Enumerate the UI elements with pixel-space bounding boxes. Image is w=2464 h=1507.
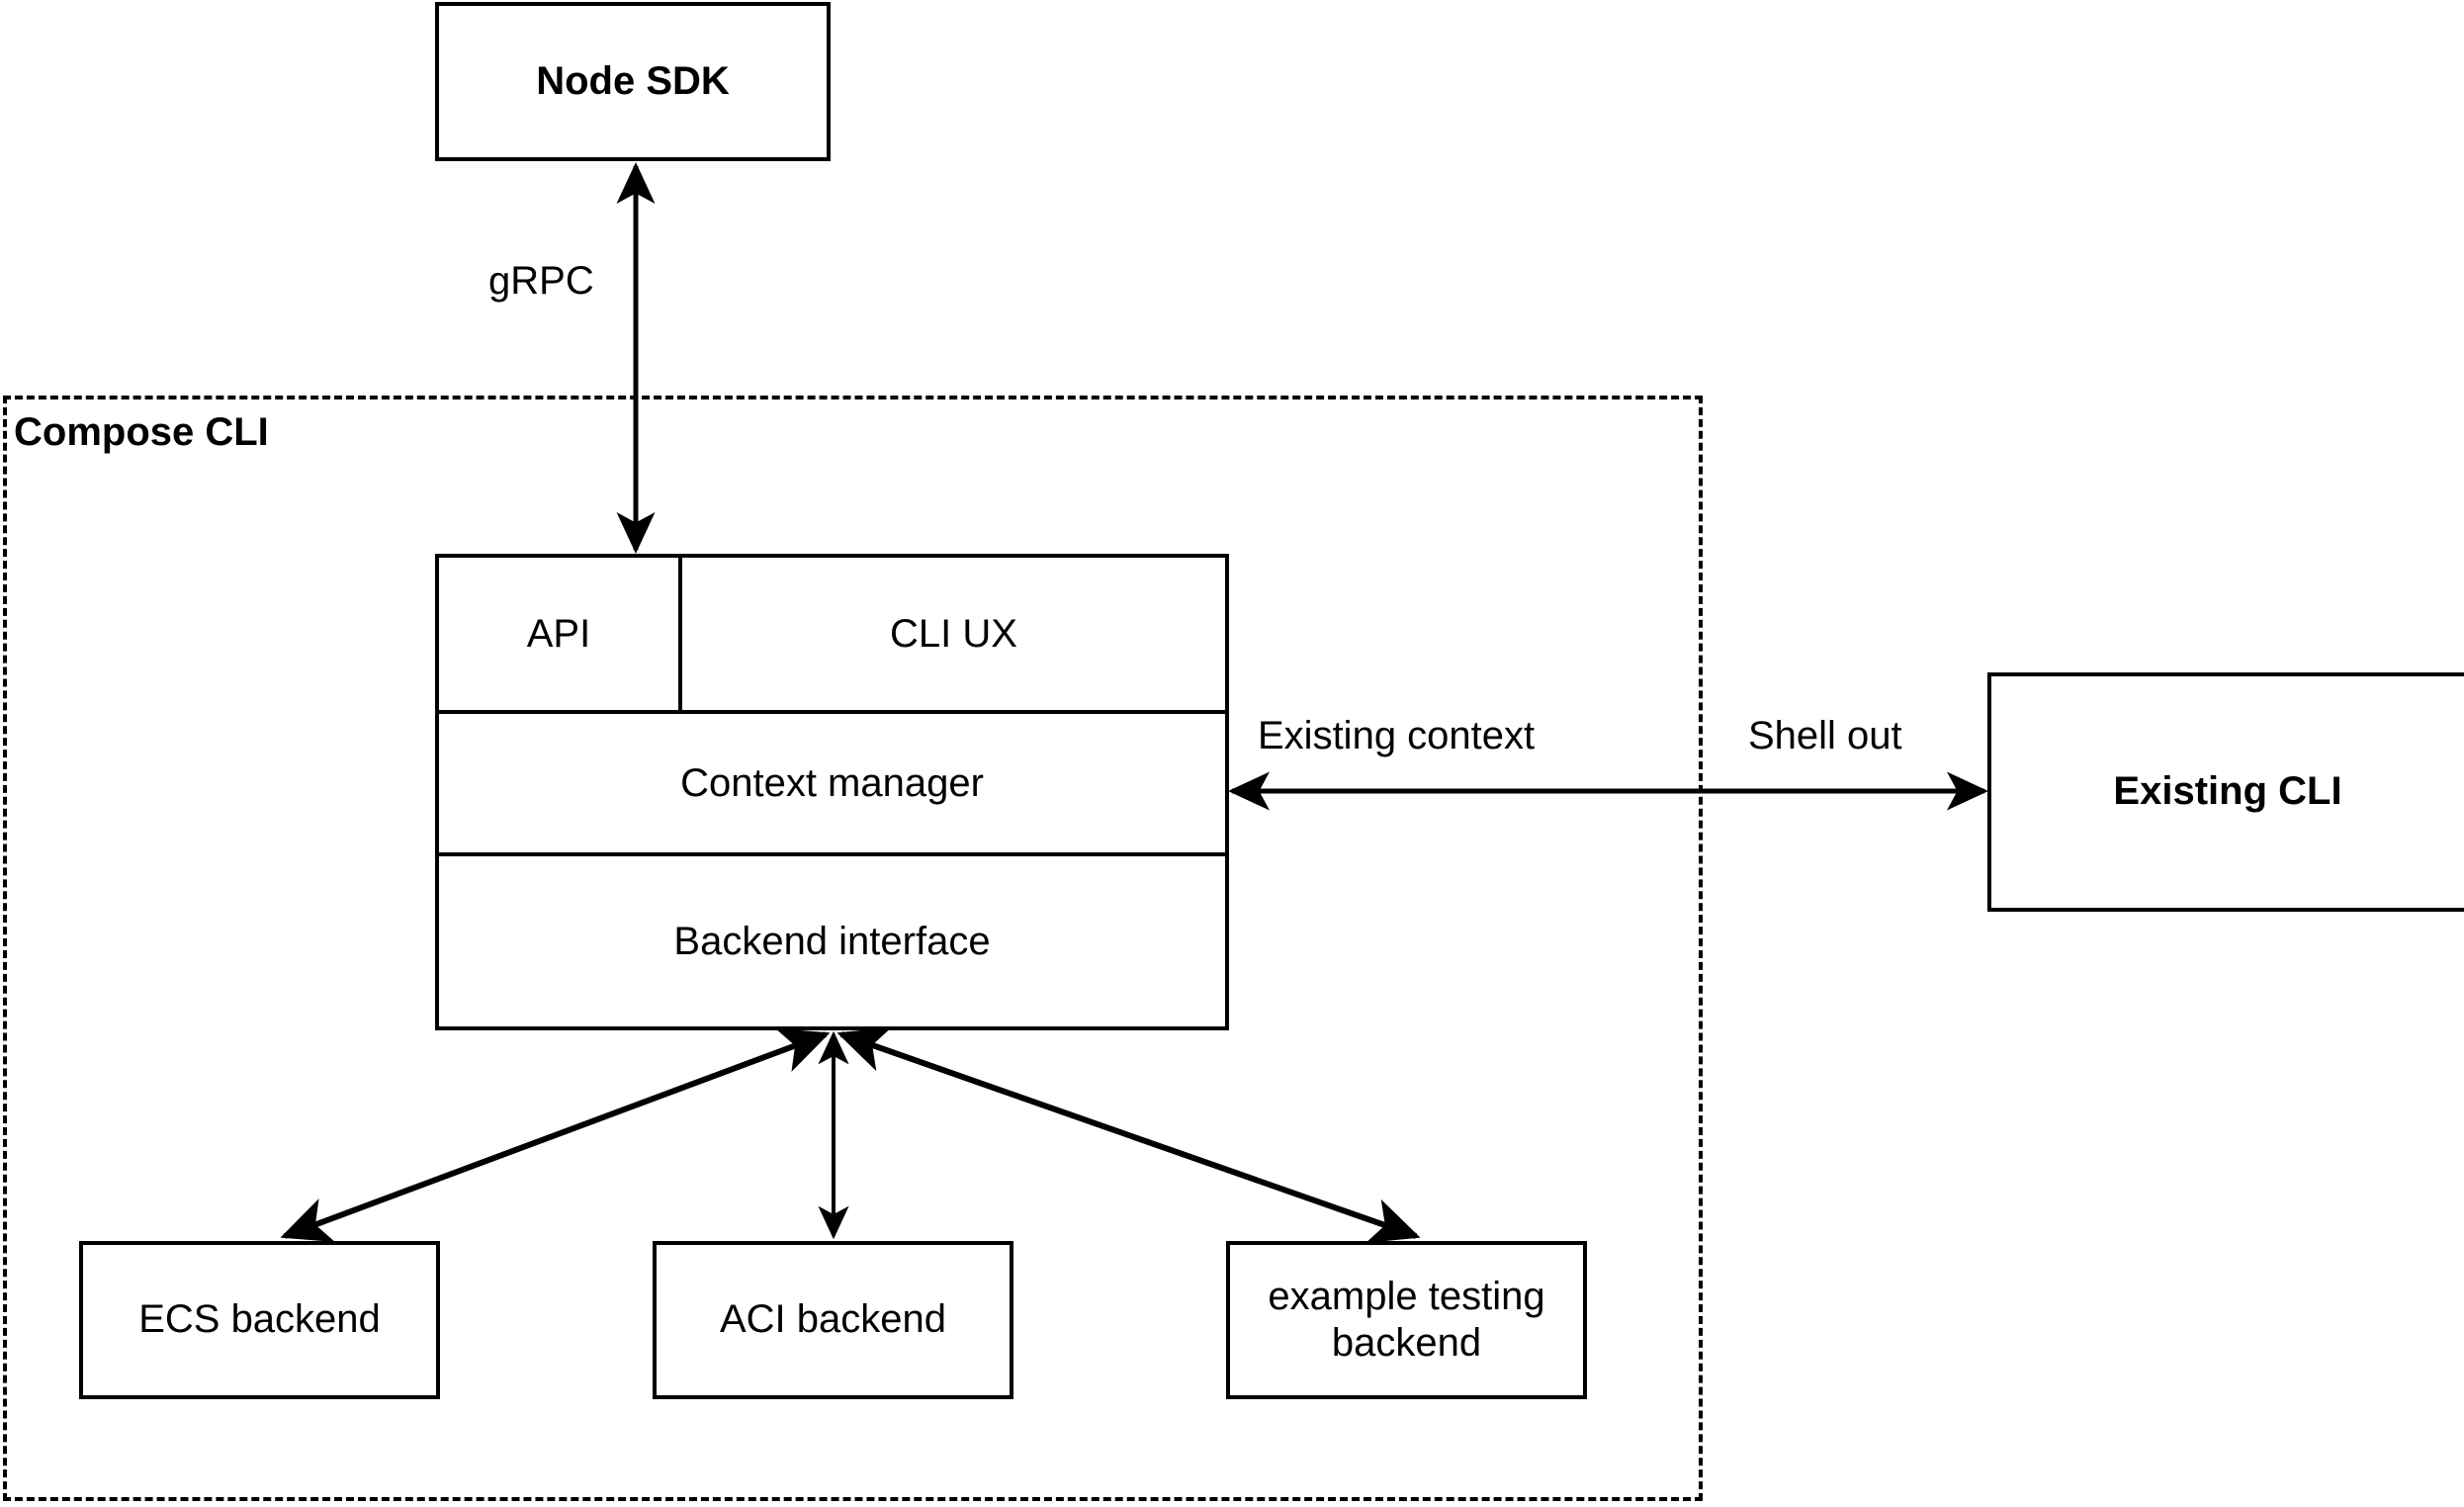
context-manager-label: Context manager bbox=[680, 760, 984, 805]
example-testing-backend-label-line1: example testing bbox=[1268, 1274, 1545, 1318]
cli-ux-label: CLI UX bbox=[890, 611, 1017, 656]
aci-backend-label: ACI backend bbox=[719, 1297, 947, 1342]
backend-interface-label: Backend interface bbox=[673, 919, 991, 963]
context-manager-cell: Context manager bbox=[439, 714, 1225, 856]
node-sdk-label: Node SDK bbox=[536, 58, 730, 103]
node-sdk-box: Node SDK bbox=[435, 2, 831, 161]
cli-stack-top-row: API CLI UX bbox=[439, 558, 1225, 714]
backend-interface-cell: Backend interface bbox=[439, 856, 1225, 1026]
ecs-backend-label: ECS backend bbox=[138, 1297, 381, 1342]
aci-backend-box: ACI backend bbox=[653, 1241, 1013, 1399]
api-cell: API bbox=[439, 558, 682, 710]
cli-ux-cell: CLI UX bbox=[682, 558, 1225, 710]
compose-cli-group-label: Compose CLI bbox=[14, 410, 269, 454]
ecs-backend-box: ECS backend bbox=[79, 1241, 440, 1399]
compose-cli-group-box bbox=[3, 396, 1703, 1501]
edge-label-grpc: gRPC bbox=[488, 259, 594, 303]
edge-label-shell-out: Shell out bbox=[1748, 714, 1902, 757]
cli-stack-box: API CLI UX Context manager Backend inter… bbox=[435, 554, 1229, 1030]
existing-cli-box: Existing CLI bbox=[1987, 672, 2464, 912]
edge-label-existing-context: Existing context bbox=[1258, 714, 1536, 757]
api-label: API bbox=[526, 611, 591, 656]
example-testing-backend-label-line2: backend bbox=[1331, 1321, 1482, 1365]
existing-cli-label: Existing CLI bbox=[2113, 769, 2342, 814]
